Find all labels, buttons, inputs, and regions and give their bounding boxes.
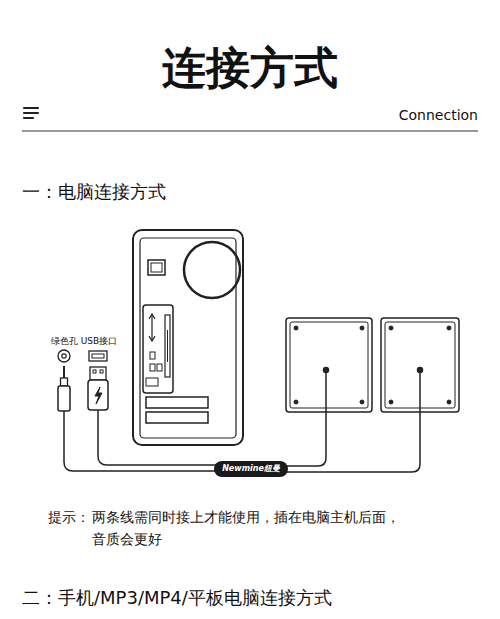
- audio-jack: [58, 350, 70, 411]
- port-label: USB接口: [78, 335, 120, 347]
- header-english: Connection: [399, 104, 478, 126]
- usb-plug: [88, 351, 108, 410]
- computer-tower: [133, 230, 243, 445]
- cables: [64, 368, 423, 473]
- speaker-left: [286, 318, 372, 412]
- section-heading: 一：电脑连接方式: [22, 178, 166, 206]
- note-text: 两条线需同时接上才能使用，插在电脑主机后面， 音质会更好: [92, 506, 412, 550]
- port-label: 绿色孔: [48, 335, 80, 347]
- note-prefix: 提示：: [48, 506, 90, 528]
- divider: [22, 131, 478, 132]
- page-title: 连接方式: [0, 38, 500, 98]
- inline-controller: Newmine纽曼: [214, 461, 288, 477]
- header-icon: [24, 108, 38, 118]
- section-heading: 二：手机/MP3/MP4/平板电脑连接方式: [22, 584, 332, 612]
- brand-text: Newmine纽曼: [222, 463, 280, 475]
